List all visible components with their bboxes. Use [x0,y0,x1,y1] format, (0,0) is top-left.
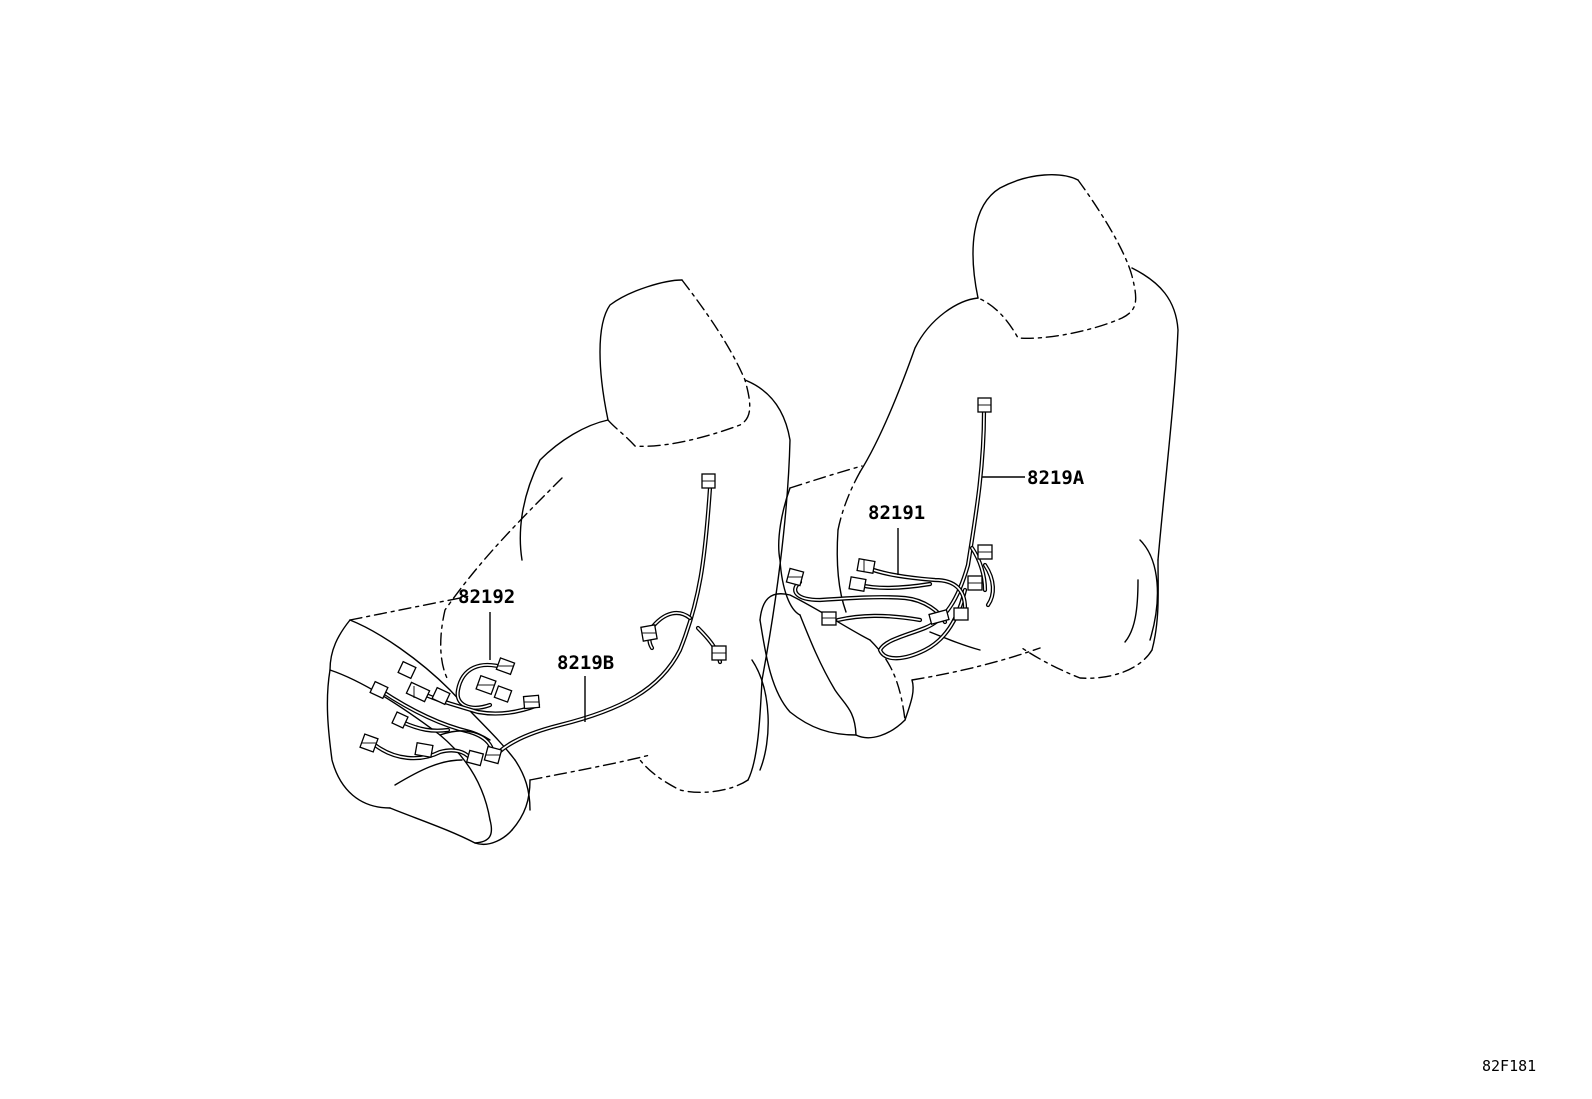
part-labels: 82192 8219B 82191 8219A [458,467,1085,722]
connector [522,694,541,710]
part-label-8219B: 8219B [557,652,614,674]
harness-82192-wire [372,662,541,786]
connector [785,567,805,587]
connector [856,557,876,575]
connector [701,473,716,489]
connector [414,741,434,759]
part-label-8219A: 8219A [1027,467,1085,489]
connector [977,397,992,413]
left-seat-outline [326,279,791,845]
connector [483,745,503,765]
connector [848,576,867,593]
right-seat-outline [759,174,1179,739]
connector [495,657,516,676]
connector [475,674,497,696]
connector [821,611,837,626]
harness-8219A-wire [877,409,988,661]
connector [640,624,658,642]
left-seat-connectors [359,473,727,767]
connector [405,681,431,703]
part-label-82191: 82191 [868,502,925,524]
connector [359,733,379,753]
illustration-code: 82F181 [1482,1057,1536,1075]
connector [431,686,451,706]
connector [928,609,950,625]
right-seat-connectors [785,397,993,626]
harness-82191-wire [793,562,995,625]
connector [711,645,727,661]
connector [391,711,409,729]
connector [369,680,389,700]
connector [465,749,485,767]
connector [493,685,513,703]
connector [967,575,983,591]
harness-8219B-wire [489,485,723,763]
connector [953,607,969,621]
part-label-82192: 82192 [458,586,515,608]
connector [977,544,993,560]
connector [397,660,417,680]
